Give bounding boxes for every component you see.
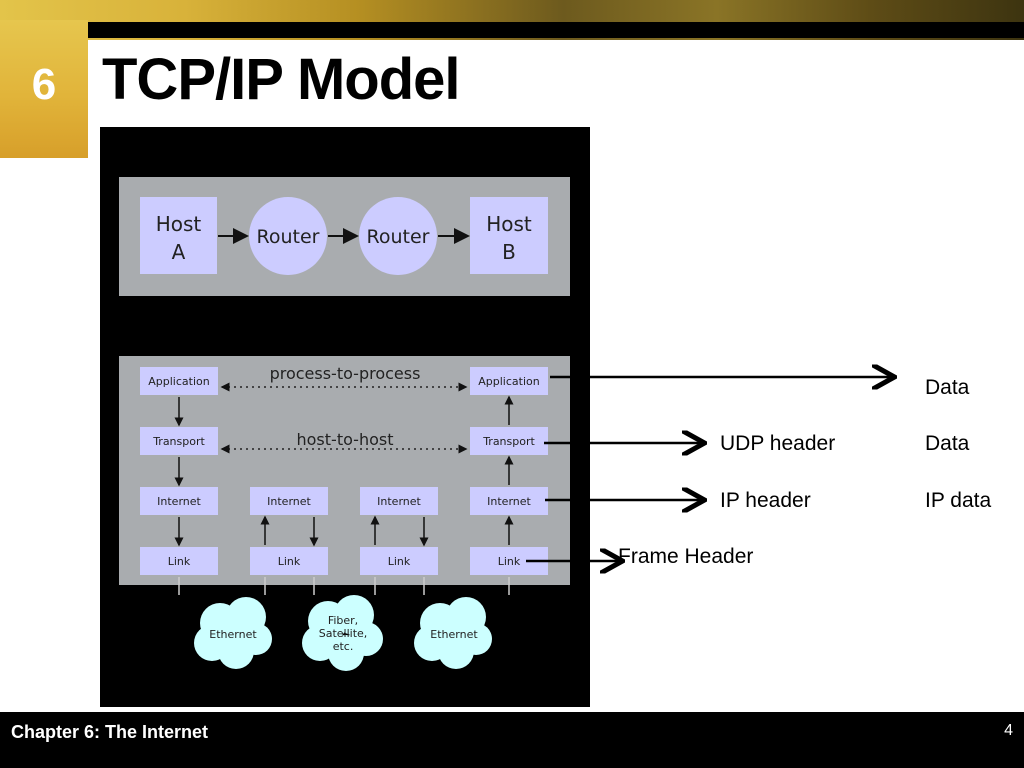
ethernet-left-label: Ethernet (209, 628, 257, 641)
host-b-label-line1: Host (486, 212, 532, 236)
transport-data-label: Data (925, 432, 970, 455)
link-box-2 (250, 547, 328, 575)
internet-label-1: Internet (157, 495, 201, 508)
internet-box-2 (250, 487, 328, 515)
internet-label-3: Internet (377, 495, 421, 508)
link-label-4: Link (498, 555, 521, 568)
slide-footer: Chapter 6: The Internet 4 (0, 712, 1024, 768)
application-left-box (140, 367, 218, 395)
chapter-badge: 6 (0, 20, 88, 158)
internet-box-4 (470, 487, 548, 515)
transport-right-box (470, 427, 548, 455)
internet-label-4: Internet (487, 495, 531, 508)
host-a-box (140, 197, 217, 274)
middle-network-label-line1: Fiber, (328, 614, 358, 627)
application-data-label: Data (925, 376, 970, 399)
router-2-circle (359, 197, 437, 275)
application-right-box (470, 367, 548, 395)
ip-header-label: IP header (720, 489, 811, 512)
ip-data-label: IP data (925, 489, 992, 512)
transport-left-box (140, 427, 218, 455)
application-left-label: Application (148, 375, 209, 388)
link-label-3: Link (388, 555, 411, 568)
tcpip-diagram: Host A Router Router Host B Application … (100, 127, 590, 707)
ethernet-right-cloud (414, 597, 492, 669)
router-2-label: Router (367, 226, 430, 248)
process-to-process-label: process-to-process (270, 364, 421, 383)
header-black-strip (88, 22, 1024, 38)
host-a-label-line1: Host (156, 212, 202, 236)
host-a-label-line2: A (172, 240, 186, 264)
host-b-label-line2: B (502, 240, 516, 264)
udp-header-label: UDP header (720, 432, 836, 455)
middle-network-label-line2: Satellite, (319, 627, 368, 640)
host-to-host-label: host-to-host (297, 430, 394, 449)
link-box-1 (140, 547, 218, 575)
router-1-label: Router (257, 226, 320, 248)
slide-title: TCP/IP Model (102, 47, 461, 112)
application-right-label: Application (478, 375, 539, 388)
frame-header-label: Frame Header (618, 545, 754, 568)
link-label-1: Link (168, 555, 191, 568)
host-b-box (470, 197, 548, 274)
router-1-circle (249, 197, 327, 275)
fiber-satellite-cloud (302, 595, 383, 671)
internet-label-2: Internet (267, 495, 311, 508)
page-number: 4 (1004, 722, 1013, 739)
ethernet-right-label: Ethernet (430, 628, 478, 641)
link-label-2: Link (278, 555, 301, 568)
transport-right-label: Transport (482, 435, 535, 448)
tcpip-diagram-svg: Host A Router Router Host B Application … (119, 177, 570, 671)
ethernet-left-cloud (194, 597, 272, 669)
footer-chapter-title: Chapter 6: The Internet (11, 722, 209, 742)
link-box-3 (360, 547, 438, 575)
transport-left-label: Transport (152, 435, 205, 448)
middle-network-label-line3: etc. (333, 640, 354, 653)
chapter-number: 6 (31, 60, 57, 109)
internet-box-1 (140, 487, 218, 515)
internet-box-3 (360, 487, 438, 515)
